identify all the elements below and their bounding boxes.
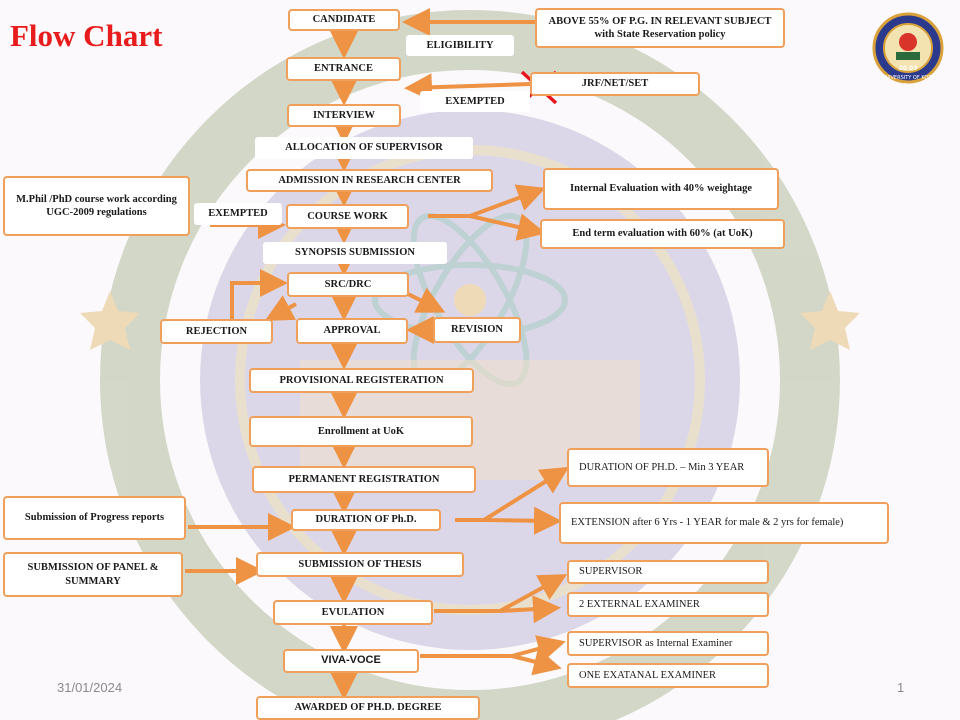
node-evaluation[interactable]: EVULATION bbox=[273, 600, 433, 625]
node-awarded-degree[interactable]: AWARDED OF PH.D. DEGREE bbox=[256, 696, 480, 720]
node-one-external[interactable]: ONE EXATANAL EXAMINER bbox=[567, 663, 769, 688]
node-mphil-coursework[interactable]: M.Phil /PhD course work according UGC-20… bbox=[3, 176, 190, 236]
node-admission[interactable]: ADMISSION IN RESEARCH CENTER bbox=[246, 169, 493, 192]
arrow-viva-external bbox=[511, 648, 562, 676]
node-interview[interactable]: INTERVIEW bbox=[287, 104, 401, 127]
label-exempted-entrance: EXEMPTED bbox=[420, 91, 530, 112]
node-end-term-evaluation[interactable]: End term evaluation with 60% (at UoK) bbox=[540, 219, 785, 249]
arrow-viva-supervisor bbox=[511, 635, 566, 663]
arrow-coursework-internal bbox=[469, 184, 546, 218]
node-approval[interactable]: APPROVAL bbox=[296, 318, 408, 344]
label-exempted-coursework: EXEMPTED bbox=[194, 203, 282, 225]
arrow-evaluation-external bbox=[499, 595, 561, 624]
node-viva-voce[interactable]: VIVA-VOCE bbox=[283, 649, 419, 673]
arrow-src-revision bbox=[407, 287, 446, 313]
node-entrance[interactable]: ENTRANCE bbox=[286, 57, 401, 81]
node-external-examiners[interactable]: 2 EXTERNAL EXAMINER bbox=[567, 592, 769, 617]
arrow-rejection-src bbox=[230, 269, 288, 320]
node-src-drc[interactable]: SRC/DRC bbox=[287, 272, 409, 297]
label-synopsis-submission: SYNOPSIS SUBMISSION bbox=[263, 242, 447, 264]
node-candidate[interactable]: CANDIDATE bbox=[288, 9, 400, 31]
arrow-duration-extension bbox=[483, 506, 562, 535]
label-allocation-supervisor: ALLOCATION OF SUPERVISOR bbox=[255, 137, 473, 159]
node-rejection[interactable]: REJECTION bbox=[160, 319, 273, 344]
seal-years: 20 03 bbox=[899, 65, 918, 72]
seal-text: UNIVERSITY OF KOTA bbox=[882, 75, 935, 81]
arrow-duration-min bbox=[482, 466, 570, 522]
node-progress-reports[interactable]: Submission of Progress reports bbox=[3, 496, 186, 540]
node-duration-min[interactable]: DURATION OF PH.D. – Min 3 YEAR bbox=[567, 448, 769, 487]
node-permanent-registration[interactable]: PERMANENT REGISTRATION bbox=[252, 466, 476, 493]
node-enrollment[interactable]: Enrollment at UoK bbox=[249, 416, 473, 447]
page-title: Flow Chart bbox=[10, 18, 163, 53]
page-number: 1 bbox=[897, 680, 905, 695]
node-eligibility-criteria[interactable]: ABOVE 55% OF P.G. IN RELEVANT SUBJECT wi… bbox=[535, 8, 785, 48]
node-internal-evaluation[interactable]: Internal Evaluation with 40% weightage bbox=[543, 168, 779, 210]
node-supervisor[interactable]: SUPERVISOR bbox=[567, 560, 769, 584]
node-duration[interactable]: DURATION OF Ph.D. bbox=[291, 509, 441, 531]
arrow-coursework-endterm bbox=[469, 213, 546, 241]
node-course-work[interactable]: COURSE WORK bbox=[286, 204, 409, 229]
arrow-jrf-entrance bbox=[404, 73, 531, 102]
footer-date: 31/01/2024 bbox=[57, 680, 123, 695]
node-extension[interactable]: EXTENSION after 6 Yrs - 1 YEAR for male … bbox=[559, 502, 889, 544]
label-eligibility: ELIGIBILITY bbox=[406, 35, 514, 56]
node-submission-thesis[interactable]: SUBMISSION OF THESIS bbox=[256, 552, 464, 577]
arrow-src-rejection bbox=[264, 295, 297, 321]
node-provisional-registration[interactable]: PROVISIONAL REGISTERATION bbox=[249, 368, 474, 393]
university-seal: 20 03 UNIVERSITY OF KOTA bbox=[872, 12, 944, 84]
arrow-evaluation-supervisor bbox=[499, 574, 568, 613]
node-supervisor-internal[interactable]: SUPERVISOR as Internal Examiner bbox=[567, 631, 769, 656]
node-panel-summary[interactable]: SUBMISSION OF PANEL & SUMMARY bbox=[3, 552, 183, 597]
node-jrf-net-set[interactable]: JRF/NET/SET bbox=[530, 72, 700, 96]
node-revision[interactable]: REVISION bbox=[433, 317, 521, 343]
